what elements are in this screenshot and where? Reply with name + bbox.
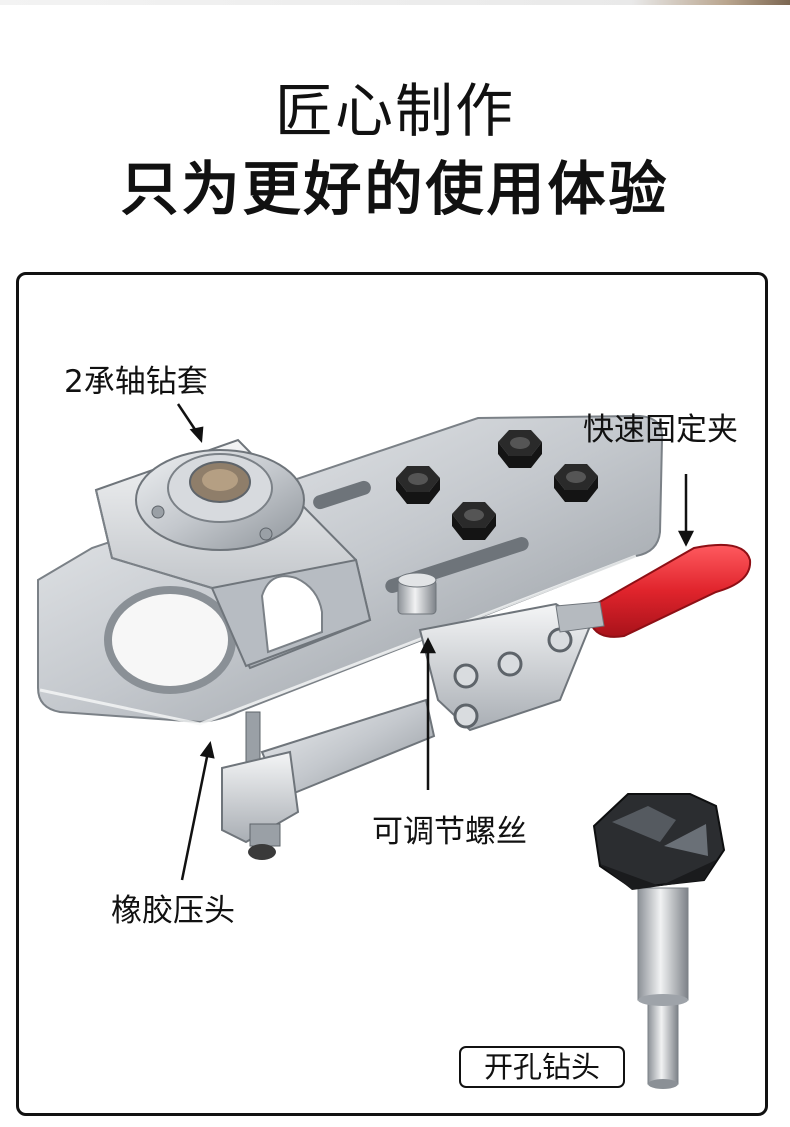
bearing-sleeve-part (135, 449, 305, 551)
toggle-clamp-linkage (418, 602, 592, 732)
drill-bit-label: 开孔钻头 (459, 1046, 625, 1088)
forstner-drill-bit (592, 793, 726, 1089)
rubber-head-part (221, 750, 300, 860)
hex-nuts (396, 430, 598, 540)
red-clamp-handle (555, 543, 752, 638)
callout-adjust-screw: 可调节螺丝 (372, 814, 527, 850)
headline-experience: 只为更好的使用体验 (120, 155, 670, 223)
drill-guide-ring (104, 586, 236, 694)
callout-rubber-head: 橡胶压头 (111, 893, 235, 929)
adjust-screw-knob (397, 572, 437, 615)
callout-bearing-sleeve: 2承轴钻套 (64, 364, 208, 400)
callout-quick-clamp: 快速固定夹 (583, 412, 738, 448)
headline-craft: 匠心制作 (274, 77, 515, 145)
callout-arrows (176, 403, 695, 881)
lower-clamp-arm (221, 698, 436, 860)
top-decor-strip (0, 0, 790, 5)
